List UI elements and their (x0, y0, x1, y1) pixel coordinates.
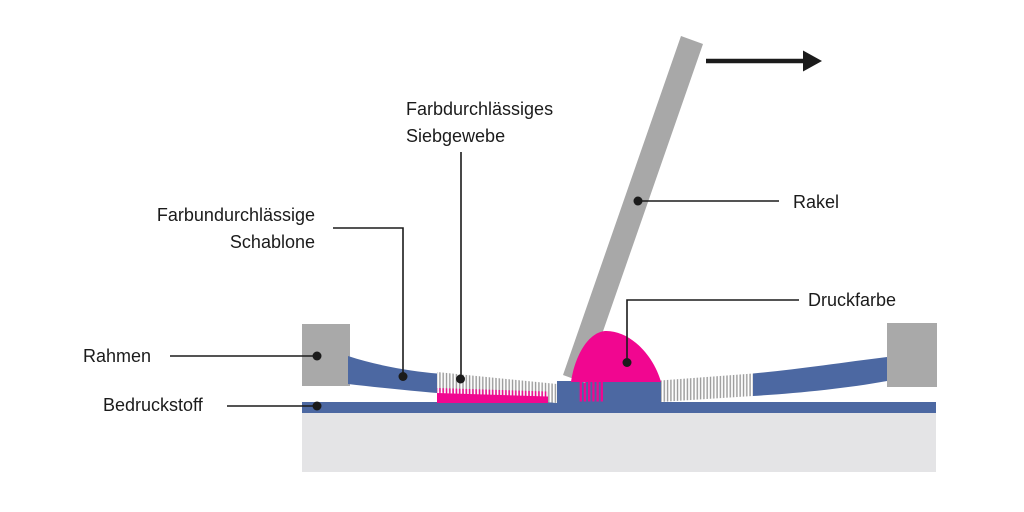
right-mesh-band (660, 373, 753, 402)
ink-blob (571, 330, 661, 382)
leader-dot-rakel (633, 196, 643, 206)
callout-rahmen: Rahmen (83, 346, 322, 366)
label-siebgewebe-line1: Farbdurchlässiges (406, 99, 553, 119)
squeegee-blade (563, 36, 703, 383)
ink-in-mesh-comb (437, 388, 548, 398)
left-stencil-band (348, 356, 437, 393)
center-stencil-block (557, 381, 661, 403)
leader-line-druckfarbe (626, 299, 799, 361)
callout-druckfarbe: Druckfarbe (622, 290, 896, 367)
callout-siebgewebe: Farbdurchlässiges Siebgewebe (406, 99, 553, 384)
printed-ink-film (437, 393, 548, 403)
direction-arrow-icon (706, 50, 822, 72)
label-schablone-line1: Farbundurchlässige (157, 205, 315, 225)
label-rakel: Rakel (793, 192, 839, 212)
label-druckfarbe: Druckfarbe (808, 290, 896, 310)
leader-dot-bedruckstoff (312, 401, 322, 411)
callout-rakel: Rakel (633, 192, 839, 212)
leader-dot-siebgewebe (456, 374, 465, 384)
label-bedruckstoff: Bedruckstoff (103, 395, 204, 415)
right-stencil-band (753, 357, 887, 396)
callout-schablone: Farbundurchlässige Schablone (157, 205, 408, 381)
ink-through-stripes (578, 382, 604, 402)
leader-dot-rahmen (312, 351, 322, 361)
label-rahmen: Rahmen (83, 346, 151, 366)
leader-line-schablone (333, 227, 404, 375)
leader-dot-schablone (398, 372, 408, 381)
left-frame-block (302, 324, 350, 386)
callout-bedruckstoff: Bedruckstoff (103, 395, 322, 415)
label-schablone-line2: Schablone (230, 232, 315, 252)
right-frame-block (887, 323, 937, 387)
print-table-base (302, 413, 936, 472)
leader-dot-druckfarbe (622, 358, 632, 367)
substrate-strip (302, 402, 936, 413)
label-siebgewebe-line2: Siebgewebe (406, 126, 505, 146)
